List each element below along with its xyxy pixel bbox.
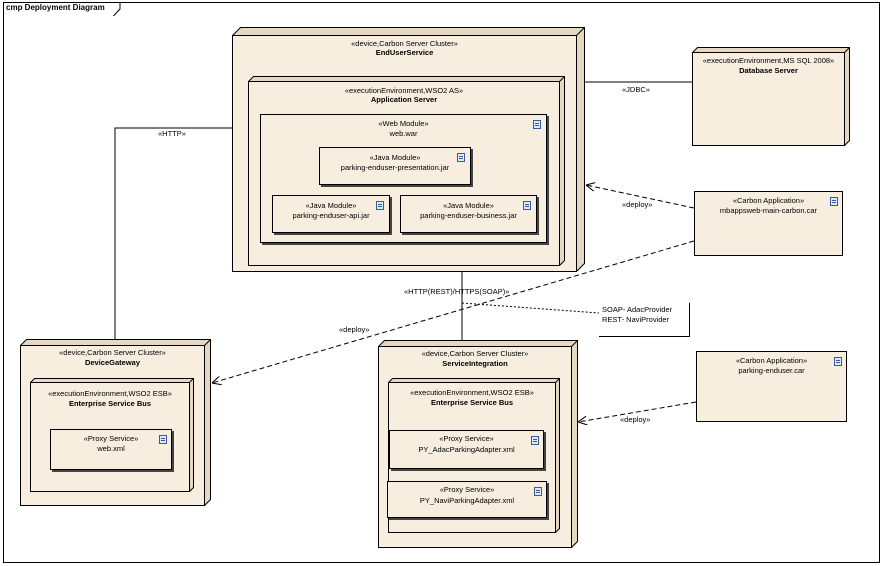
document-icon	[834, 357, 842, 366]
module-name: parking-enduser-business.jar	[420, 211, 517, 220]
carbon-app-enduser-box[interactable]: «Carbon Application» parking-enduser.car	[696, 351, 847, 422]
module-name: parking-enduser-presentation.jar	[340, 163, 450, 172]
node-stereotype: «device,Carbon Server Cluster»	[421, 349, 529, 358]
proxy-name: PY_AdacParkingAdapter.xml	[418, 445, 515, 454]
document-icon	[376, 201, 384, 210]
artifact-name: mbappsweb-main-carbon.car	[719, 206, 818, 215]
proxy-name: web.xml	[97, 444, 125, 453]
diagram-frame	[3, 2, 880, 563]
document-icon	[830, 197, 838, 206]
database-server-node[interactable]: «executionEnvironment,MS SQL 2008» Datab…	[692, 47, 850, 146]
jdbc-label: «JDBC»	[622, 85, 650, 94]
node-name: Database Server	[739, 66, 798, 75]
proxy-stereotype: «Proxy Service»	[83, 434, 139, 443]
node-name: Enterprise Service Bus	[430, 398, 514, 407]
soap-label: «HTTP(REST)/HTTPS(SOAP)»	[404, 287, 510, 296]
node-stereotype: «executionEnvironment,WSO2 AS»	[344, 86, 464, 95]
module-stereotype: «Web Module»	[378, 119, 429, 128]
artifact-name: parking-enduser.car	[738, 366, 805, 375]
proxy-adac-box[interactable]: «Proxy Service» PY_AdacParkingAdapter.xm…	[389, 430, 544, 469]
document-icon	[531, 436, 539, 445]
module-stereotype: «Java Module»	[443, 201, 494, 210]
proxy-web-box[interactable]: «Proxy Service» web.xml	[50, 429, 172, 470]
carbon-app-main-box[interactable]: «Carbon Application» mbappsweb-main-carb…	[694, 191, 843, 256]
node-name: Enterprise Service Bus	[68, 399, 152, 408]
protocol-note: SOAP- AdacProvider REST- NaviProvider	[599, 294, 689, 336]
proxy-stereotype: «Proxy Service»	[439, 485, 495, 494]
document-icon	[523, 201, 531, 210]
deploy-connector-1	[586, 185, 695, 209]
deploy-connector-2	[212, 240, 695, 383]
node-stereotype: «device,Carbon Server Cluster»	[351, 39, 458, 48]
presentation-module-box[interactable]: «Java Module» parking-enduser-presentati…	[319, 147, 471, 185]
artifact-stereotype: «Carbon Application»	[735, 356, 808, 365]
note-anchor	[461, 302, 600, 314]
node-stereotype: «executionEnvironment,WSO2 ESB»	[48, 389, 172, 398]
document-icon	[533, 120, 541, 129]
deploy-connector-3	[578, 401, 697, 422]
document-icon	[534, 487, 542, 496]
node-name: EndUserService	[375, 48, 434, 57]
module-stereotype: «Java Module»	[305, 201, 357, 210]
proxy-stereotype: «Proxy Service»	[439, 434, 494, 443]
module-name: web.war	[389, 129, 418, 138]
frame-title: cmp Deployment Diagram	[6, 3, 105, 12]
node-name: Application Server	[370, 95, 438, 104]
deploy-label-1: «deploy»	[622, 200, 653, 209]
http-label: «HTTP»	[158, 129, 186, 138]
proxy-name: PY_NaviParkingAdapter.xml	[419, 496, 515, 505]
node-stereotype: «executionEnvironment,WSO2 ESB»	[410, 388, 534, 397]
artifact-stereotype: «Carbon Application»	[732, 196, 805, 205]
note-line-1: SOAP- AdacProvider	[602, 305, 673, 314]
note-line-2: REST- NaviProvider	[602, 315, 670, 324]
node-name: ServiceIntegration	[442, 359, 508, 368]
deploy-label-2: «deploy»	[339, 325, 370, 334]
module-name: parking-enduser-api.jar	[292, 211, 370, 220]
api-module-box[interactable]: «Java Module» parking-enduser-api.jar	[272, 195, 390, 233]
module-stereotype: «Java Module»	[369, 153, 421, 162]
document-icon	[457, 153, 465, 162]
node-name: DeviceGateway	[84, 358, 141, 367]
business-module-box[interactable]: «Java Module» parking-enduser-business.j…	[400, 195, 537, 233]
node-stereotype: «executionEnvironment,MS SQL 2008»	[702, 56, 835, 65]
http-connector	[114, 127, 232, 339]
proxy-navi-box[interactable]: «Proxy Service» PY_NaviParkingAdapter.xm…	[387, 481, 547, 518]
deploy-label-3: «deploy»	[620, 415, 651, 424]
document-icon	[159, 435, 167, 444]
frame-tab	[3, 2, 121, 16]
node-stereotype: «device,Carbon Server Cluster»	[59, 348, 166, 357]
